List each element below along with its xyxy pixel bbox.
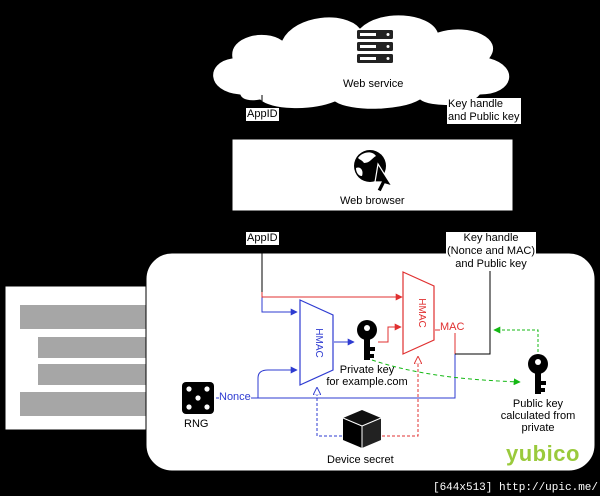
device-secret-to-hmac-right-arrow: [382, 357, 418, 437]
hmac-left-block: [299, 299, 334, 386]
keyhandle-bottom-label: Key handle (Nonce and MAC) and Public ke…: [446, 232, 537, 271]
web-service-label: Web service: [343, 78, 404, 90]
yubico-logo: yubico: [506, 441, 580, 466]
mac-label: MAC: [440, 321, 465, 333]
nonce-label: Nonce: [219, 391, 251, 403]
public-key-icon: [528, 354, 548, 394]
private-key-to-hmac-right-arrow: [378, 323, 402, 343]
nonce-to-hmac-left-arrow: [257, 366, 298, 398]
rng-label: RNG: [184, 418, 209, 430]
hmac-right-block: [402, 271, 435, 355]
browser-globe-icon: [354, 150, 394, 193]
appid-to-hmac-left-arrow: [261, 292, 298, 316]
keyhandle-top-label: Key handle and Public key: [447, 98, 521, 124]
usb-connector: [4, 285, 151, 431]
appid-top-label: AppID: [246, 108, 279, 121]
public-key-to-keyhandle-arrow: [493, 326, 539, 352]
private-key-icon: [357, 320, 377, 360]
server-icon: [357, 30, 393, 63]
appid-to-hmac-right-arrow: [261, 292, 403, 301]
device-secret-to-hmac-left-arrow: [317, 388, 342, 437]
hmac-left-label: HMAC: [313, 328, 324, 357]
nonce-to-keyhandle-line: [258, 354, 456, 399]
hmac-right-label: HMAC: [416, 298, 427, 327]
watermark: [644x513] http://upic.me/: [432, 482, 598, 494]
device-secret-icon: [342, 410, 382, 448]
public-key-label: Public key calculated from private: [500, 398, 576, 434]
private-key-label: Private key for example.com: [326, 364, 408, 388]
rng-dice-icon: [182, 382, 214, 414]
security-key-device: [145, 252, 596, 472]
private-to-public-key-arrow: [371, 359, 521, 386]
appid-bottom-label: AppID: [246, 232, 279, 245]
web-browser-label: Web browser: [340, 195, 405, 207]
device-secret-label: Device secret: [327, 454, 394, 466]
